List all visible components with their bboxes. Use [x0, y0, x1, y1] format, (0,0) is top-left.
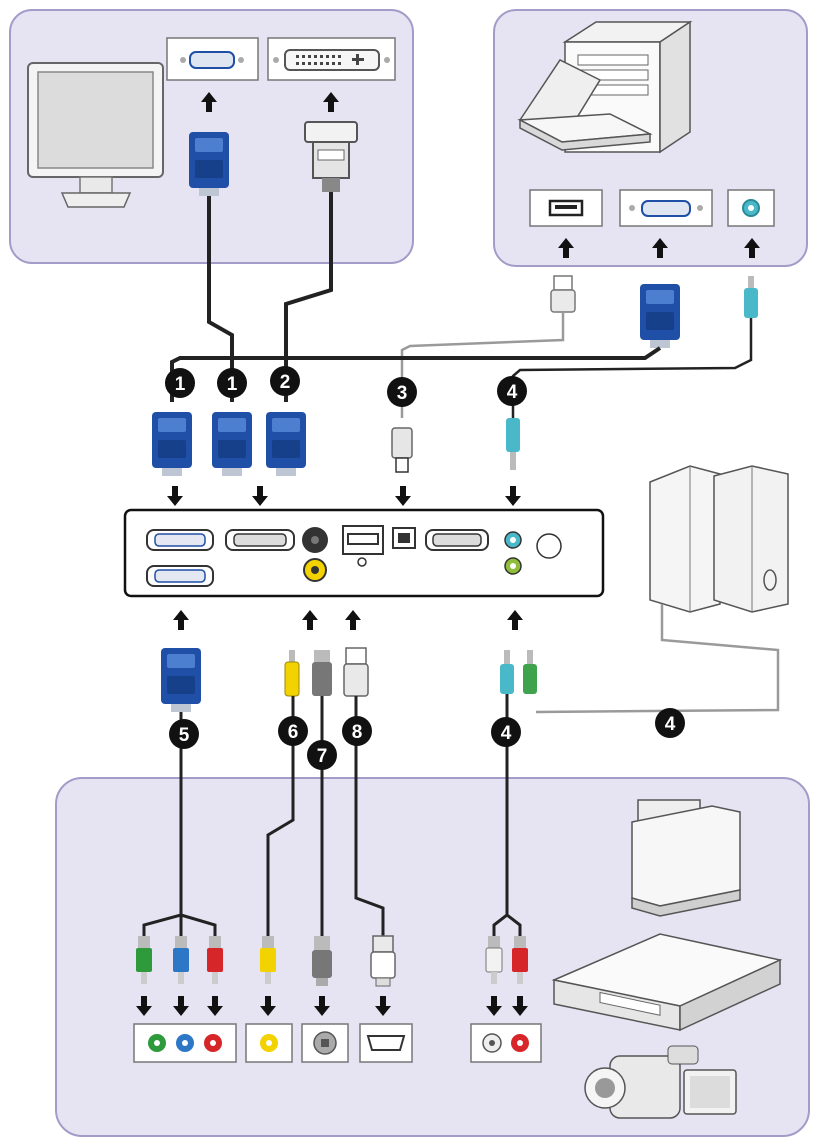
cable-5 — [142, 712, 183, 936]
down-arrow-icon — [505, 486, 521, 506]
usb-connector-icon — [550, 275, 576, 313]
svg-text:7: 7 — [317, 746, 328, 767]
svg-text:6: 6 — [288, 722, 299, 743]
audio-rca-plugs-icon — [485, 936, 528, 984]
callout-8: 8 — [342, 716, 372, 746]
callout-7: 7 — [307, 740, 337, 770]
svg-text:4: 4 — [501, 723, 512, 744]
svg-text:8: 8 — [352, 722, 363, 743]
audio-out-port-icon — [727, 189, 775, 227]
hdmi-port-icon — [359, 1023, 413, 1063]
hdmi-connector-icon — [370, 935, 396, 987]
vga-connector-icon — [161, 648, 201, 712]
down-arrow-icon — [395, 486, 411, 506]
callout-3: 3 — [387, 377, 417, 407]
audio-plug-icon — [744, 276, 758, 318]
cable-2-monitor — [284, 192, 333, 402]
down-arrow-icon — [167, 486, 183, 506]
up-arrow-icon — [507, 610, 523, 630]
callout-1a: 1 — [165, 368, 195, 398]
monitor-icon — [27, 62, 164, 208]
usb-port-icon — [529, 189, 603, 227]
svg-text:4: 4 — [665, 714, 676, 735]
monitor-vga-port-icon — [166, 37, 259, 81]
usb-b-connector-icon — [391, 427, 413, 473]
monitor-dvi-port-icon — [267, 37, 396, 81]
vga-connector-icon — [640, 284, 680, 348]
s-video-port-icon — [301, 1023, 349, 1063]
projector-icon — [123, 508, 605, 598]
hdmi-plug-icon — [343, 647, 369, 697]
computer-vga-port-icon — [619, 189, 713, 227]
cable-6 — [266, 696, 295, 936]
laptop-icon — [517, 59, 653, 151]
vga-connector-icon — [189, 132, 229, 196]
vga-connector-icon — [266, 412, 306, 476]
up-arrow-icon — [302, 610, 318, 630]
cable-4-computer — [511, 318, 753, 420]
audio-plug-icon — [506, 418, 520, 470]
component-ports-icon — [133, 1023, 237, 1063]
callout-6: 6 — [278, 716, 308, 746]
callout-4a: 4 — [497, 376, 527, 406]
composite-plug-icon — [284, 650, 300, 697]
callout-5: 5 — [169, 719, 199, 749]
audio-plug-icon — [500, 650, 537, 694]
up-arrow-icon — [173, 610, 189, 630]
composite-rca-plug-icon — [260, 936, 276, 984]
svg-text:2: 2 — [280, 372, 291, 393]
dvi-connector-icon — [304, 121, 358, 192]
component-rca-plugs-icon — [136, 936, 223, 984]
callout-2: 2 — [270, 366, 300, 396]
dvd-player-icon — [551, 933, 783, 1032]
s-video-connector-icon — [312, 936, 332, 986]
composite-port-icon — [245, 1023, 293, 1063]
vga-connector-icon — [212, 412, 252, 476]
av-devices-panel — [55, 777, 810, 1137]
svg-text:3: 3 — [397, 383, 408, 404]
callout-1b: 1 — [217, 368, 247, 398]
svg-text:4: 4 — [507, 382, 518, 403]
s-video-plug-icon — [312, 650, 332, 696]
svg-text:1: 1 — [227, 374, 238, 395]
camcorder-icon — [584, 1045, 737, 1119]
audio-ports-icon — [470, 1023, 542, 1063]
svg-text:5: 5 — [179, 725, 190, 746]
game-console-icon — [631, 799, 741, 917]
cable-3-usb — [400, 312, 565, 418]
cable-4-av — [492, 694, 522, 936]
callout-4c: 4 — [491, 717, 521, 747]
up-arrow-icon — [345, 610, 361, 630]
svg-text:1: 1 — [175, 374, 186, 395]
speaker-cable — [535, 604, 780, 714]
vga-connector-icon — [152, 412, 192, 476]
cable-8 — [354, 696, 385, 936]
down-arrow-icon — [252, 486, 268, 506]
callout-4b: 4 — [655, 708, 685, 738]
speakers-icon — [649, 465, 789, 613]
